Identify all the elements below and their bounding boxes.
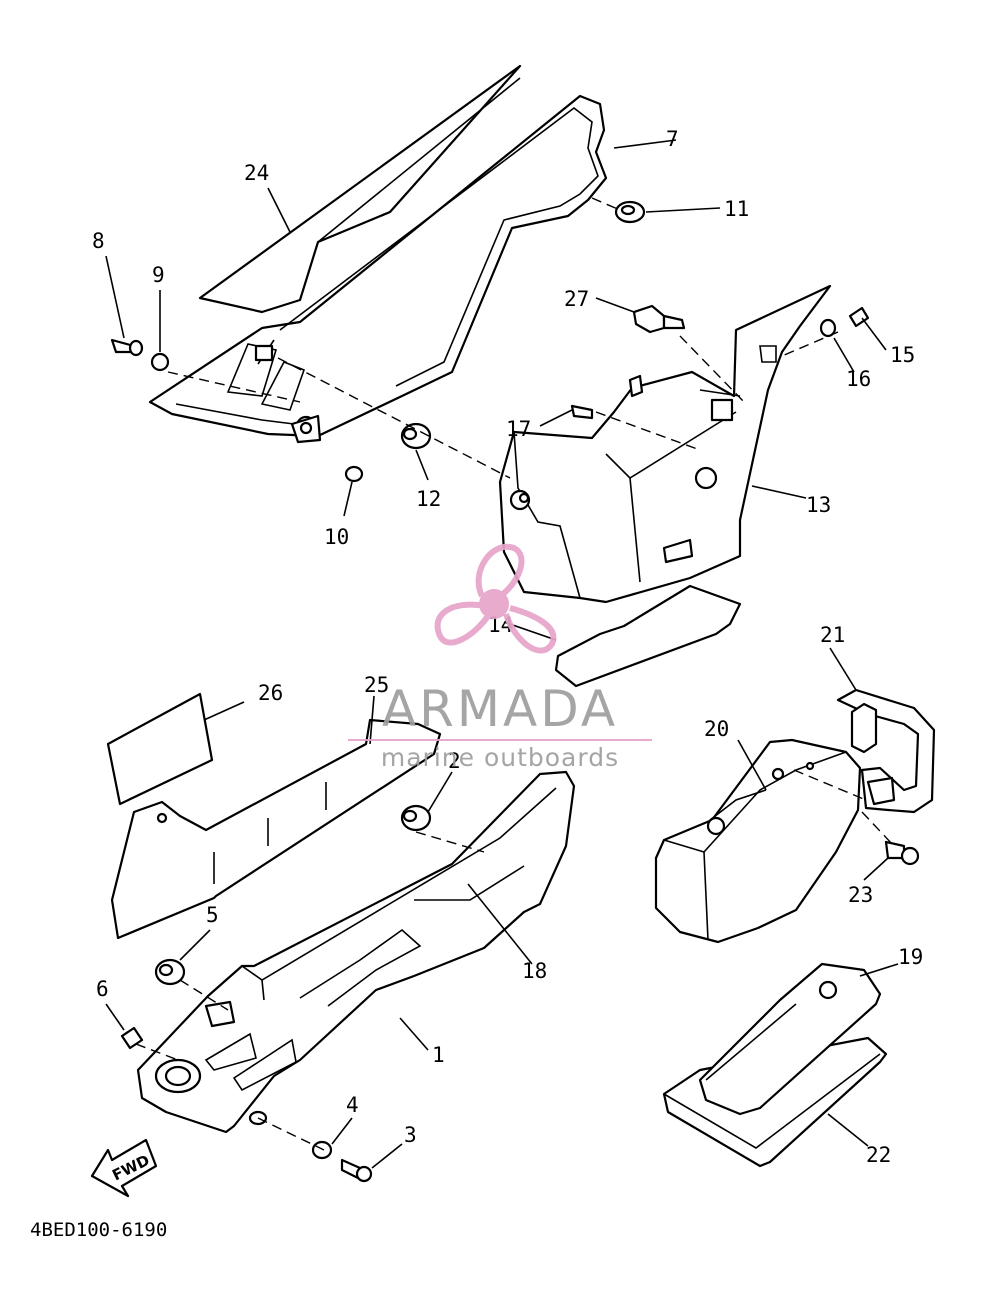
callout-3: 3 (404, 1123, 417, 1147)
propeller-logo-icon (434, 543, 557, 654)
part-13-battery-box (498, 284, 832, 604)
drawing-code: 4BED100-6190 (30, 1219, 167, 1241)
callout-19: 19 (898, 945, 923, 969)
callout-23: 23 (848, 883, 873, 907)
fasteners (110, 200, 920, 1183)
callouts: 7 24 8 9 10 12 11 27 17 15 16 13 14 26 2… (92, 127, 923, 1167)
callout-24: 24 (244, 161, 269, 185)
callout-5: 5 (206, 903, 219, 927)
callout-18: 18 (522, 959, 547, 983)
callout-10: 10 (324, 525, 349, 549)
watermark-tagline: marine outboards (381, 743, 619, 772)
watermark: ARMADA marine outboards (348, 543, 652, 772)
watermark-brand: ARMADA (382, 680, 618, 738)
callout-12: 12 (416, 487, 441, 511)
part-26-decal (106, 692, 214, 806)
part-19-pad (698, 962, 882, 1116)
part-20-box (654, 738, 862, 944)
callout-16: 16 (846, 367, 871, 391)
callout-25: 25 (364, 673, 389, 697)
part-21-handle (836, 688, 936, 814)
propeller-hub-icon (479, 589, 509, 619)
callout-21: 21 (820, 623, 845, 647)
callout-1: 1 (432, 1043, 445, 1067)
assembly-lines (135, 197, 895, 1151)
part-7-side-cover (148, 94, 608, 444)
callout-9: 9 (152, 263, 165, 287)
part-14-pad (554, 584, 742, 688)
callout-20: 20 (704, 717, 729, 741)
callout-26: 26 (258, 681, 283, 705)
callout-27: 27 (564, 287, 589, 311)
callout-4: 4 (346, 1093, 359, 1117)
callout-15: 15 (890, 343, 915, 367)
part-1-lower-cover (136, 770, 576, 1134)
callout-6: 6 (96, 977, 109, 1001)
callout-8: 8 (92, 229, 105, 253)
callout-17: 17 (506, 417, 531, 441)
callout-13: 13 (806, 493, 831, 517)
callout-7: 7 (666, 127, 679, 151)
fwd-arrow: FWD (90, 1138, 158, 1198)
part-24-decal (198, 64, 522, 314)
callout-11: 11 (724, 197, 749, 221)
callout-22: 22 (866, 1143, 891, 1167)
callout-2: 2 (448, 749, 461, 773)
part-25-decal (110, 718, 442, 940)
